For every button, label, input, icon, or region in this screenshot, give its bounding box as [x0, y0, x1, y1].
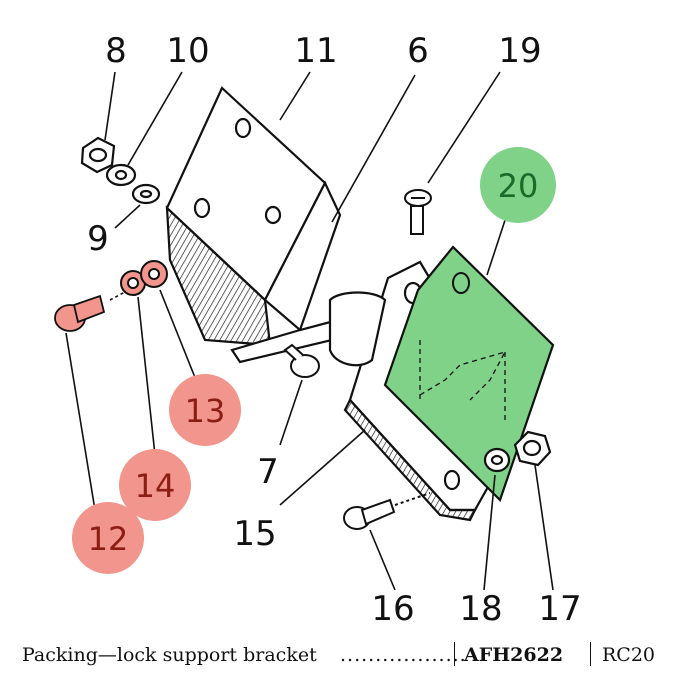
caption-leader: .................. [340, 644, 467, 666]
callout-8: 8 [105, 31, 127, 71]
washer-9 [131, 183, 161, 205]
caption-description: Packing—lock support bracket [22, 644, 317, 666]
nut-17 [513, 430, 552, 467]
callout-14: 14 [135, 467, 176, 505]
screw-16 [343, 492, 431, 530]
packing-20 [383, 245, 555, 503]
badge-14: 14 [119, 449, 191, 521]
caption-ref: RC20 [602, 644, 656, 666]
parts-caption: Packing—lock support bracket ...........… [22, 640, 672, 670]
callout-17: 17 [538, 589, 581, 629]
badge-12: 12 [72, 502, 144, 574]
callout-20: 20 [498, 167, 539, 205]
caption-separator-2 [590, 642, 591, 666]
callout-19: 19 [498, 31, 541, 71]
callout-16: 16 [371, 589, 414, 629]
washer-18 [483, 447, 511, 473]
badge-20: 20 [480, 147, 556, 223]
callout-7: 7 [257, 452, 279, 492]
callout-15: 15 [233, 514, 276, 554]
screw-12 [54, 294, 106, 332]
callout-13: 13 [185, 392, 226, 430]
callout-11: 11 [294, 31, 337, 71]
washer-13 [140, 260, 168, 288]
nut-8 [80, 136, 116, 174]
washer-10 [105, 163, 137, 187]
screw-19 [404, 189, 432, 235]
bracket-11 [165, 86, 342, 364]
caption-separator-1 [454, 642, 455, 666]
callout-9: 9 [87, 219, 109, 259]
callout-6: 6 [407, 31, 429, 71]
leader-lines [65, 71, 554, 591]
screw-7 [283, 343, 320, 378]
callout-12: 12 [88, 520, 129, 558]
callout-18: 18 [459, 589, 502, 629]
caption-part-number: AFH2622 [464, 644, 564, 666]
badge-13: 13 [169, 374, 241, 446]
callout-10: 10 [166, 31, 209, 71]
